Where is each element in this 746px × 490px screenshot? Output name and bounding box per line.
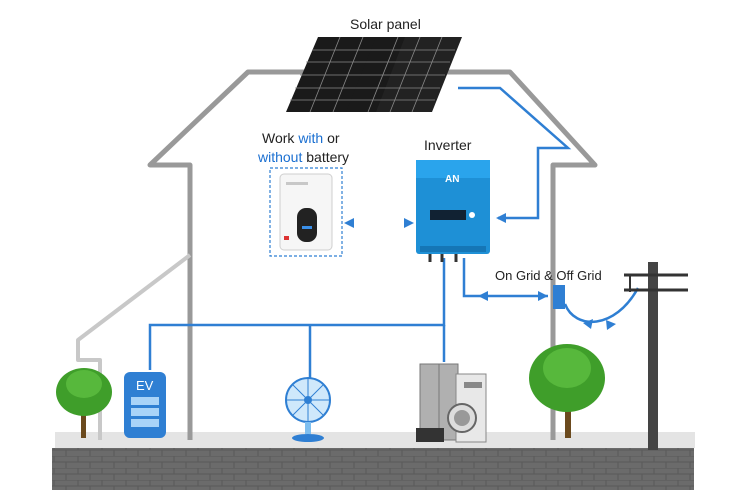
inverter-icon bbox=[416, 160, 490, 262]
washing-machine-icon bbox=[447, 373, 487, 443]
wiring bbox=[148, 86, 640, 378]
battery-label-text: battery bbox=[302, 149, 350, 165]
ev-charger-icon bbox=[124, 372, 166, 438]
battery-icon bbox=[269, 167, 343, 257]
battery-label-highlight: without bbox=[258, 149, 303, 165]
battery-label-text: Work bbox=[262, 130, 299, 146]
fridge-icon bbox=[416, 363, 459, 442]
tree-icon bbox=[56, 368, 112, 438]
fan-icon bbox=[285, 377, 331, 442]
ev-label: EV bbox=[136, 378, 154, 393]
brick-wall bbox=[52, 448, 694, 490]
solar-panel-icon bbox=[286, 36, 462, 113]
grid-switch-box bbox=[553, 285, 565, 309]
battery-label-highlight: with bbox=[298, 130, 324, 146]
utility-pole-icon bbox=[624, 262, 688, 450]
ground-surface bbox=[55, 432, 695, 448]
battery-label-line1: Work with or bbox=[262, 130, 340, 146]
arrows bbox=[344, 213, 616, 330]
inverter-logo: AN bbox=[445, 174, 459, 185]
battery-label-text: or bbox=[323, 130, 340, 146]
solar-panel-label: Solar panel bbox=[350, 16, 421, 32]
battery-label-line2: without battery bbox=[258, 149, 349, 165]
tree-icon bbox=[529, 344, 605, 438]
grid-label: On Grid & Off Grid bbox=[495, 268, 602, 283]
inverter-label: Inverter bbox=[424, 137, 472, 153]
